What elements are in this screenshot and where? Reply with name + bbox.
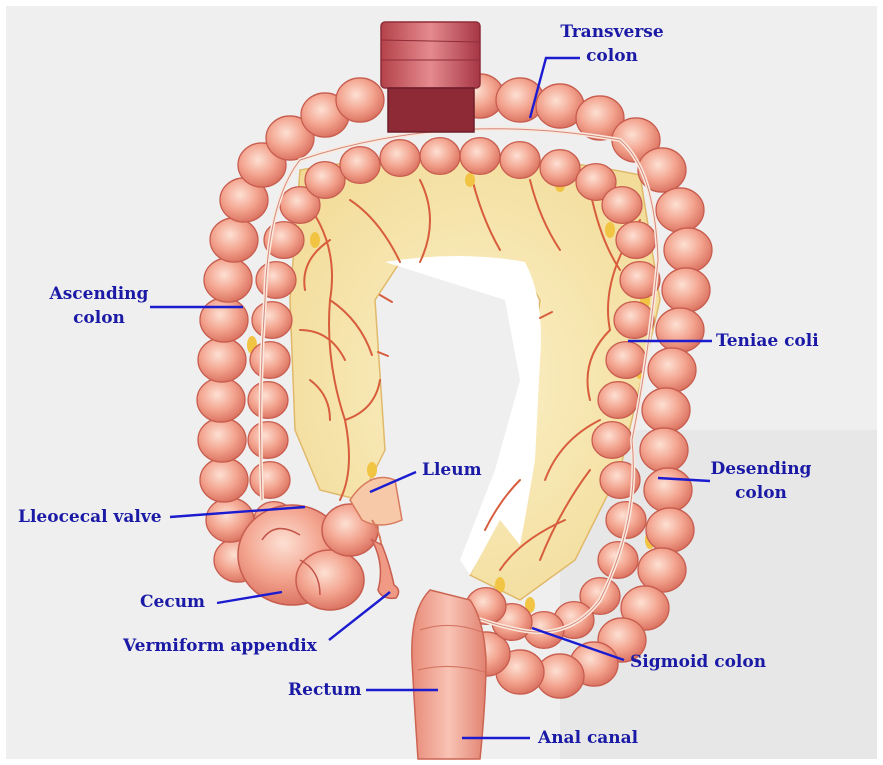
haustrum <box>256 262 296 299</box>
haustrum <box>210 218 258 262</box>
haustrum <box>642 388 690 432</box>
haustrum <box>664 228 712 272</box>
label-vermiform-appendix: Vermiform appendix <box>123 634 317 658</box>
label-descending-line2: colon <box>706 481 816 505</box>
haustrum <box>336 78 384 122</box>
label-descending-line1: Desending <box>706 457 816 481</box>
haustrum <box>646 508 694 552</box>
label-teniae-coli: Teniae coli <box>716 329 819 353</box>
haustrum <box>248 382 288 419</box>
haustrum <box>656 188 704 232</box>
label-transverse-line2: colon <box>552 44 672 68</box>
label-sigmoid-colon: Sigmoid colon <box>630 650 766 674</box>
haustrum <box>200 458 248 502</box>
haustrum <box>540 150 580 187</box>
haustrum <box>198 418 246 462</box>
haustrum <box>250 342 290 379</box>
label-transverse-colon: Transverse colon <box>552 20 672 68</box>
haustrum <box>500 142 540 179</box>
haustrum <box>252 302 292 339</box>
haustrum <box>602 187 642 224</box>
label-ileocecal-valve: Lleocecal valve <box>18 505 162 529</box>
haustrum <box>248 422 288 459</box>
haustrum <box>592 422 632 459</box>
transverse-cut-end <box>381 22 480 132</box>
haustrum <box>598 382 638 419</box>
label-transverse-line1: Transverse <box>552 20 672 44</box>
haustrum <box>197 378 245 422</box>
haustrum <box>640 428 688 472</box>
label-rectum: Rectum <box>288 678 362 702</box>
haustrum <box>200 298 248 342</box>
haustrum <box>305 162 345 199</box>
haustrum <box>606 342 646 379</box>
haustrum <box>420 138 460 175</box>
haustrum <box>204 258 252 302</box>
label-lleum: Lleum <box>422 458 482 482</box>
haustrum <box>340 147 380 184</box>
label-cecum: Cecum <box>140 590 205 614</box>
rectum <box>412 590 486 759</box>
label-anal-canal: Anal canal <box>538 726 638 750</box>
haustrum <box>198 338 246 382</box>
label-ascending-line1: Ascending <box>40 282 158 306</box>
haustrum <box>250 462 290 499</box>
haustrum <box>380 140 420 177</box>
haustrum <box>644 468 692 512</box>
haustrum <box>460 138 500 175</box>
haustrum <box>648 348 696 392</box>
label-ascending-line2: colon <box>40 306 158 330</box>
label-descending-colon: Desending colon <box>706 457 816 505</box>
label-ascending-colon: Ascending colon <box>40 282 158 330</box>
haustrum <box>656 308 704 352</box>
haustrum <box>616 222 656 259</box>
haustrum <box>662 268 710 312</box>
